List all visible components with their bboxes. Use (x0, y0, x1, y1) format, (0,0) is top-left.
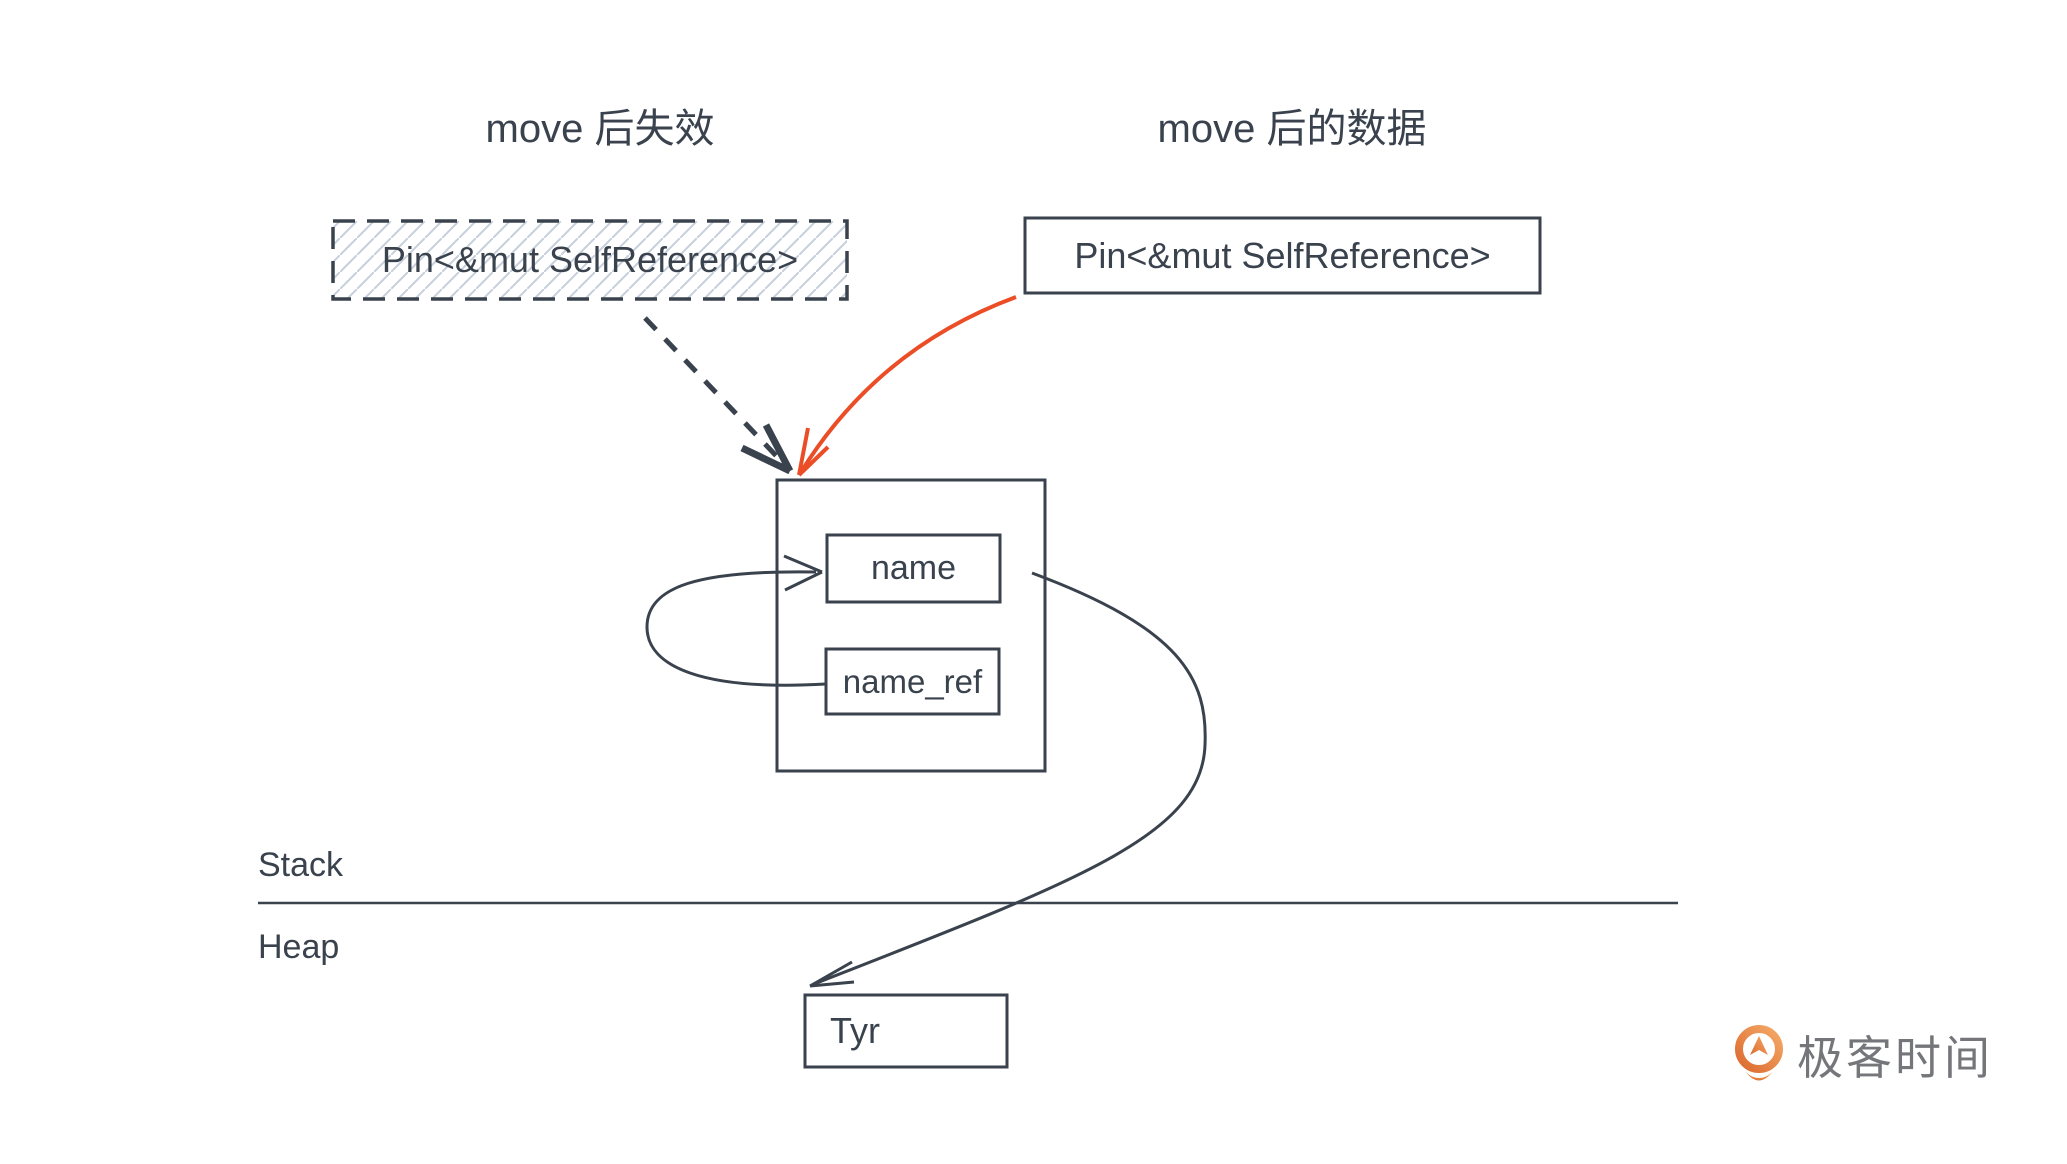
geektime-pin-icon (1735, 1025, 1783, 1081)
pin-invalid-box (331, 219, 849, 301)
heap-value-text: Tyr (830, 1010, 880, 1051)
name-field-box (825, 533, 1002, 604)
struct-box (775, 478, 1047, 773)
dark-stroke-layer (258, 216, 1678, 1069)
dashed-move-arrowhead-icon (740, 423, 794, 475)
heap-label: Heap (258, 928, 340, 966)
pin-moved-text: Pin<&mut SelfReference> (1074, 234, 1491, 276)
heap-pointer-arrow (813, 571, 1207, 986)
dashed-move-arrow (643, 316, 786, 466)
red-move-arrowhead-icon (797, 427, 830, 477)
heap-pointer-arrowhead-icon (809, 960, 855, 988)
title-move-invalid: move 后失效 (485, 107, 715, 151)
logo-ring (1735, 1025, 1783, 1073)
self-reference-arrow (645, 570, 827, 687)
self-reference-arrowhead-icon (783, 554, 823, 592)
pin-invalid-text: Pin<&mut SelfReference> (381, 239, 799, 280)
geektime-logo: 极客时间 (1733, 1024, 1993, 1092)
logo-tail (1745, 1071, 1773, 1081)
logo-arrow (1750, 1036, 1768, 1055)
name-ref-field-box (824, 647, 1001, 716)
tyr-box (803, 993, 1009, 1069)
red-move-arrow (799, 295, 1017, 474)
stack-label: Stack (258, 846, 344, 884)
struct-field-name-ref: name_ref (842, 662, 983, 700)
geektime-logo-text: 极客时间 (1797, 1032, 1993, 1084)
pin-moved-box (1023, 216, 1542, 295)
struct-field-name: name (870, 549, 957, 587)
red-stroke-layer (797, 295, 1017, 477)
title-move-data: move 后的数据 (1157, 107, 1427, 151)
